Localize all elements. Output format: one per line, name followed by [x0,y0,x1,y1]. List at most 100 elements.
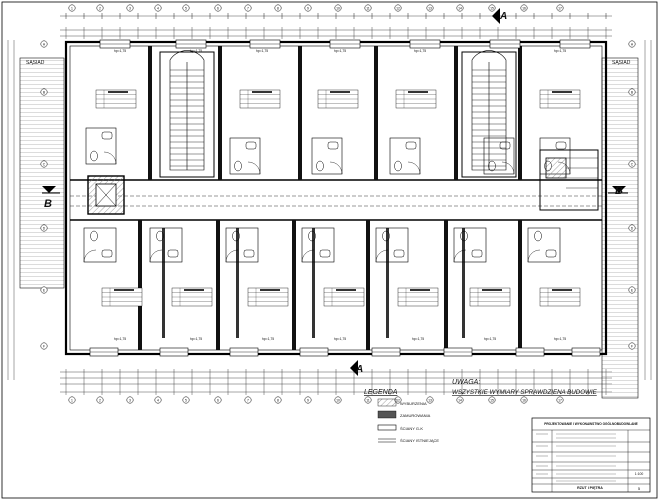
axis-label-bottom: 16 [522,398,526,402]
axis-label-bottom: 9 [307,398,309,402]
axis-bubble-left [40,88,48,96]
axis-label-bottom: 1 [71,398,73,402]
bathroom-fixtures-lower [83,227,561,263]
axis-label-bottom: 12 [396,398,400,402]
axis-label-bottom: 3 [129,398,131,402]
title-block-fine-print [536,433,616,482]
elevator-shaft [87,175,125,215]
axis-bubble-right [628,160,636,168]
room-area-label: hp=1,75 [114,337,126,341]
axis-label-right: D [631,226,634,230]
side-dimension-lines [7,40,652,380]
grid-axis-bubbles: 1122334455667788991010111112121313141415… [40,4,636,404]
axis-bubble-top [426,4,434,12]
axis-label-left: A [43,42,46,46]
axis-label-top: 1 [71,6,73,10]
axis-label-top: 7 [247,6,249,10]
adjacent-label-left: SĄSIAD [26,60,45,66]
room-area-label: hp=1,75 [414,49,426,53]
note-title: UWAGA: [452,379,480,386]
axis-bubble-right [628,40,636,48]
lower-room-walls [138,220,522,350]
axis-bubble-bottom [556,396,564,404]
section-marker-b-left: B [42,186,60,210]
title-block [531,417,651,493]
axis-bubble-bottom [274,396,282,404]
axis-label-top: 3 [129,6,131,10]
axis-bubble-top [456,4,464,12]
axis-label-right: E [631,288,634,292]
axis-label-top: 4 [157,6,159,10]
axis-bubble-bottom [334,396,342,404]
axis-bubble-bottom [244,396,252,404]
axis-bubble-left [40,40,48,48]
axis-bubble-bottom [304,396,312,404]
legend-label-demolition: WYBURZENIA [400,401,427,406]
axis-label-top: 10 [336,6,340,10]
note-block: UWAGA: WSZYSTKIE WYMIARY SPRAWDZIENA BUD… [452,379,598,396]
axis-bubble-bottom [364,396,372,404]
section-label-b-right: B [615,185,623,197]
axis-label-bottom: 5 [185,398,187,402]
axis-bubble-left [40,160,48,168]
note-text: WSZYSTKIE WYMIARY SPRAWDZIENA BUDOWIE [452,389,598,396]
room-area-label: hp=1,75 [190,49,202,53]
section-label-a-top: A [499,11,507,22]
axis-bubble-right [628,286,636,294]
axis-label-right: B [631,90,634,94]
outer-walls [64,40,608,356]
room-area-label: hp=1,75 [334,337,346,341]
axis-label-top: 15 [490,6,494,10]
title-block-header: PROJEKTOWANIE I WYKONAWSTWO OGÓLNOBUDOWL… [544,421,638,426]
axis-bubble-top [214,4,222,12]
axis-label-top: 8 [277,6,279,10]
room-area-label: hp=1,75 [190,337,202,341]
axis-label-right: C [631,162,634,166]
legend: LEGENDA WYBURZENIA ZAMUROWANIA ŚCIANY G-… [364,389,439,443]
axis-label-left: D [43,226,46,230]
axis-label-right: A [631,42,634,46]
section-marker-a-top: A [492,8,507,24]
axis-label-bottom: 4 [157,398,159,402]
axis-label-bottom: 6 [217,398,219,402]
room-area-label: hp=1,75 [554,337,566,341]
title-block-scale: 1:100 [635,472,644,476]
axis-bubble-left [40,286,48,294]
legend-title: LEGENDA [364,389,398,396]
axis-bubble-top [334,4,342,12]
axis-label-bottom: 13 [428,398,432,402]
axis-bubble-bottom [214,396,222,404]
axis-bubble-top [520,4,528,12]
axis-bubble-top [126,4,134,12]
section-marker-b-right: B [608,185,628,197]
axis-bubble-top [96,4,104,12]
service-core-right [539,149,599,211]
axis-label-top: 12 [396,6,400,10]
room-area-label: hp=1,75 [334,49,346,53]
axis-label-left: B [43,90,46,94]
axis-label-top: 16 [522,6,526,10]
axis-bubble-top [68,4,76,12]
axis-label-top: 6 [217,6,219,10]
legend-swatch-demolition [377,398,397,407]
room-area-label: hp=1,75 [484,337,496,341]
axis-label-top: 17 [558,6,562,10]
axis-label-top: 14 [458,6,462,10]
room-area-label: hp=1,75 [114,49,126,53]
room-data-tables [95,89,581,307]
axis-label-left: F [43,344,45,348]
axis-label-right: F [631,344,633,348]
title-block-sheet: 5 [638,486,641,491]
axis-label-left: E [43,288,46,292]
axis-bubble-bottom [68,396,76,404]
upper-room-walls [148,46,522,180]
bathroom-fixtures-upper [85,127,571,175]
axis-label-bottom: 10 [336,398,340,402]
axis-label-top: 9 [307,6,309,10]
legend-swatch-drywall [377,424,397,431]
legend-swatch-walled-up [377,410,397,419]
axis-bubble-left [40,224,48,232]
